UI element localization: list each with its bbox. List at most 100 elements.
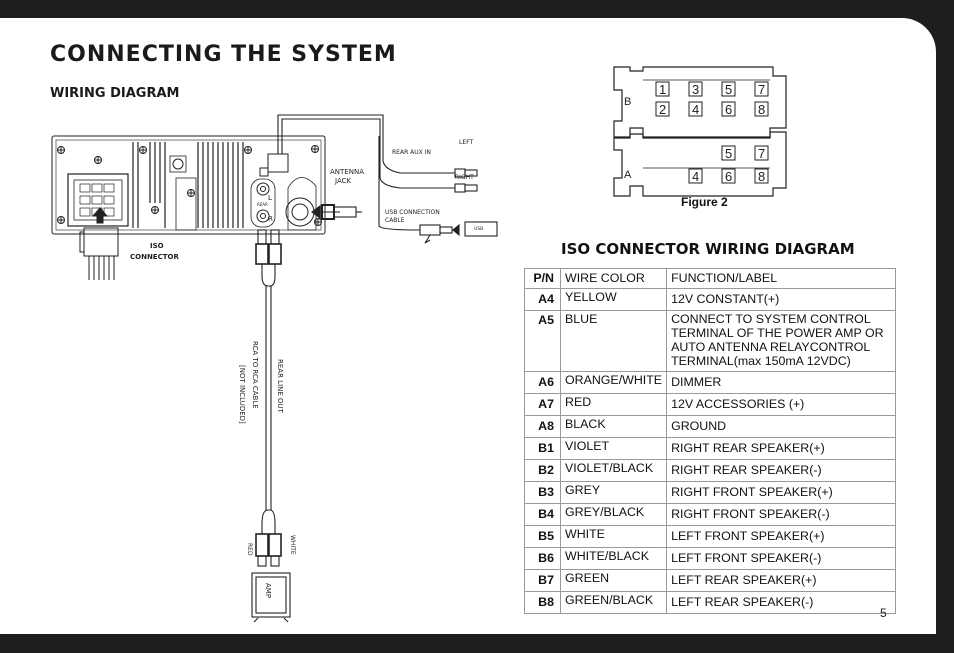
iso-connector-line1: ISO (150, 242, 164, 250)
cell-function: 12V CONSTANT(+) (666, 288, 896, 311)
rca-cable-label: RCA TO RCA CABLE (251, 341, 259, 409)
cell-color: GREY (559, 481, 668, 504)
cell-color: BLUE (559, 310, 668, 372)
antenna-line1: ANTENNA (330, 168, 364, 176)
cell-function: LEFT FRONT SPEAKER(-) (666, 547, 896, 570)
cell-function: CONNECT TO SYSTEM CONTROL TERMINAL OF TH… (666, 310, 896, 372)
r-label: R (268, 215, 273, 223)
cell-color: ORANGE/WHITE (559, 371, 668, 394)
usb-label: USB (474, 226, 483, 232)
section-subtitle: WIRING DIAGRAM (50, 86, 180, 101)
left-label: LEFT (459, 139, 473, 146)
pin-b7: 7 (758, 82, 765, 97)
pin-a5: 5 (725, 146, 732, 161)
wiring-diagram: L REAR R ISO CONNECTOR (51, 66, 787, 623)
figure2-connector (613, 66, 787, 197)
l-label: L (268, 194, 272, 202)
cell-function: RIGHT REAR SPEAKER(-) (666, 459, 896, 482)
cell-pn: B2 (524, 459, 561, 482)
cell-function: RIGHT REAR SPEAKER(+) (666, 437, 896, 460)
figure2-caption: Figure 2 (681, 195, 728, 209)
pin-b4: 4 (692, 102, 699, 117)
aux-usb-cables (277, 114, 498, 244)
pin-b3: 3 (692, 82, 699, 97)
pin-b6: 6 (725, 102, 732, 117)
iso-connector-line2: CONNECTOR (130, 253, 179, 261)
not-included-label: [NOT INCLUDED] (238, 365, 246, 424)
header-pn: P/N (524, 268, 561, 289)
cell-pn: B3 (524, 481, 561, 504)
figure2-pins: 1 3 5 7 2 4 6 8 5 7 4 6 8 B A (624, 81, 769, 184)
table-header-row: P/N WIRE COLOR FUNCTION/LABEL (524, 268, 896, 289)
cell-color: RED (559, 393, 668, 416)
row-a-label: A (624, 169, 632, 181)
right-label: RIGHT (455, 174, 474, 181)
rear-aux-in-label: REAR AUX IN (392, 149, 431, 156)
cell-pn: B7 (524, 569, 561, 592)
manual-page: CONNECTING THE SYSTEM WIRING DIAGRAM (0, 18, 936, 634)
pin-b2: 2 (659, 102, 666, 117)
usb-line1: USB CONNECTION (385, 209, 440, 216)
cell-color: GREEN/BLACK (559, 591, 668, 614)
cell-color: WHITE/BLACK (559, 547, 668, 570)
rear-label: REAR (257, 202, 268, 207)
cell-pn: A5 (524, 310, 561, 372)
usb-line2: CABLE (385, 217, 405, 224)
pin-a6: 6 (725, 169, 732, 184)
cell-function: GROUND (666, 415, 896, 438)
pin-b1: 1 (659, 82, 666, 97)
page-number: 5 (880, 606, 887, 620)
header-wire-color: WIRE COLOR (559, 268, 668, 289)
cell-function: 12V ACCESSORIES (+) (666, 393, 896, 416)
cell-color: GREY/BLACK (559, 503, 668, 526)
cell-pn: A4 (524, 288, 561, 311)
cell-function: RIGHT FRONT SPEAKER(-) (666, 503, 896, 526)
cell-function: LEFT REAR SPEAKER(-) (666, 591, 896, 614)
iso-table-title: ISO CONNECTOR WIRING DIAGRAM (561, 240, 855, 258)
cell-color: VIOLET (559, 437, 668, 460)
cell-pn: A7 (524, 393, 561, 416)
cell-color: WHITE (559, 525, 668, 548)
cell-pn: B1 (524, 437, 561, 460)
red-label: RED (246, 543, 253, 556)
head-unit-rear-panel (51, 135, 326, 235)
pin-a8: 8 (758, 169, 765, 184)
cell-function: LEFT REAR SPEAKER(+) (666, 569, 896, 592)
pin-b5: 5 (725, 82, 732, 97)
screw-icon (57, 145, 322, 226)
cell-color: YELLOW (559, 288, 668, 311)
cell-pn: A6 (524, 371, 561, 394)
cell-color: GREEN (559, 569, 668, 592)
page-title: CONNECTING THE SYSTEM (50, 42, 397, 67)
pin-a4: 4 (692, 169, 699, 184)
header-function: FUNCTION/LABEL (666, 268, 896, 289)
cell-function: RIGHT FRONT SPEAKER(+) (666, 481, 896, 504)
iso-connector-label: ISO CONNECTOR (130, 242, 179, 261)
cell-color: VIOLET/BLACK (559, 459, 668, 482)
pin-b8: 8 (758, 102, 765, 117)
iso-plug (79, 207, 119, 280)
antenna-jack-label: ANTENNA JACK (330, 168, 366, 185)
cell-pn: B6 (524, 547, 561, 570)
heatsink-vents (132, 142, 244, 228)
row-b-label: B (624, 96, 631, 108)
cell-function: DIMMER (666, 371, 896, 394)
white-label: WHITE (289, 535, 296, 555)
pin-a7: 7 (758, 146, 765, 161)
cell-pn: A8 (524, 415, 561, 438)
rca-cable (251, 229, 291, 623)
cell-pn: B4 (524, 503, 561, 526)
